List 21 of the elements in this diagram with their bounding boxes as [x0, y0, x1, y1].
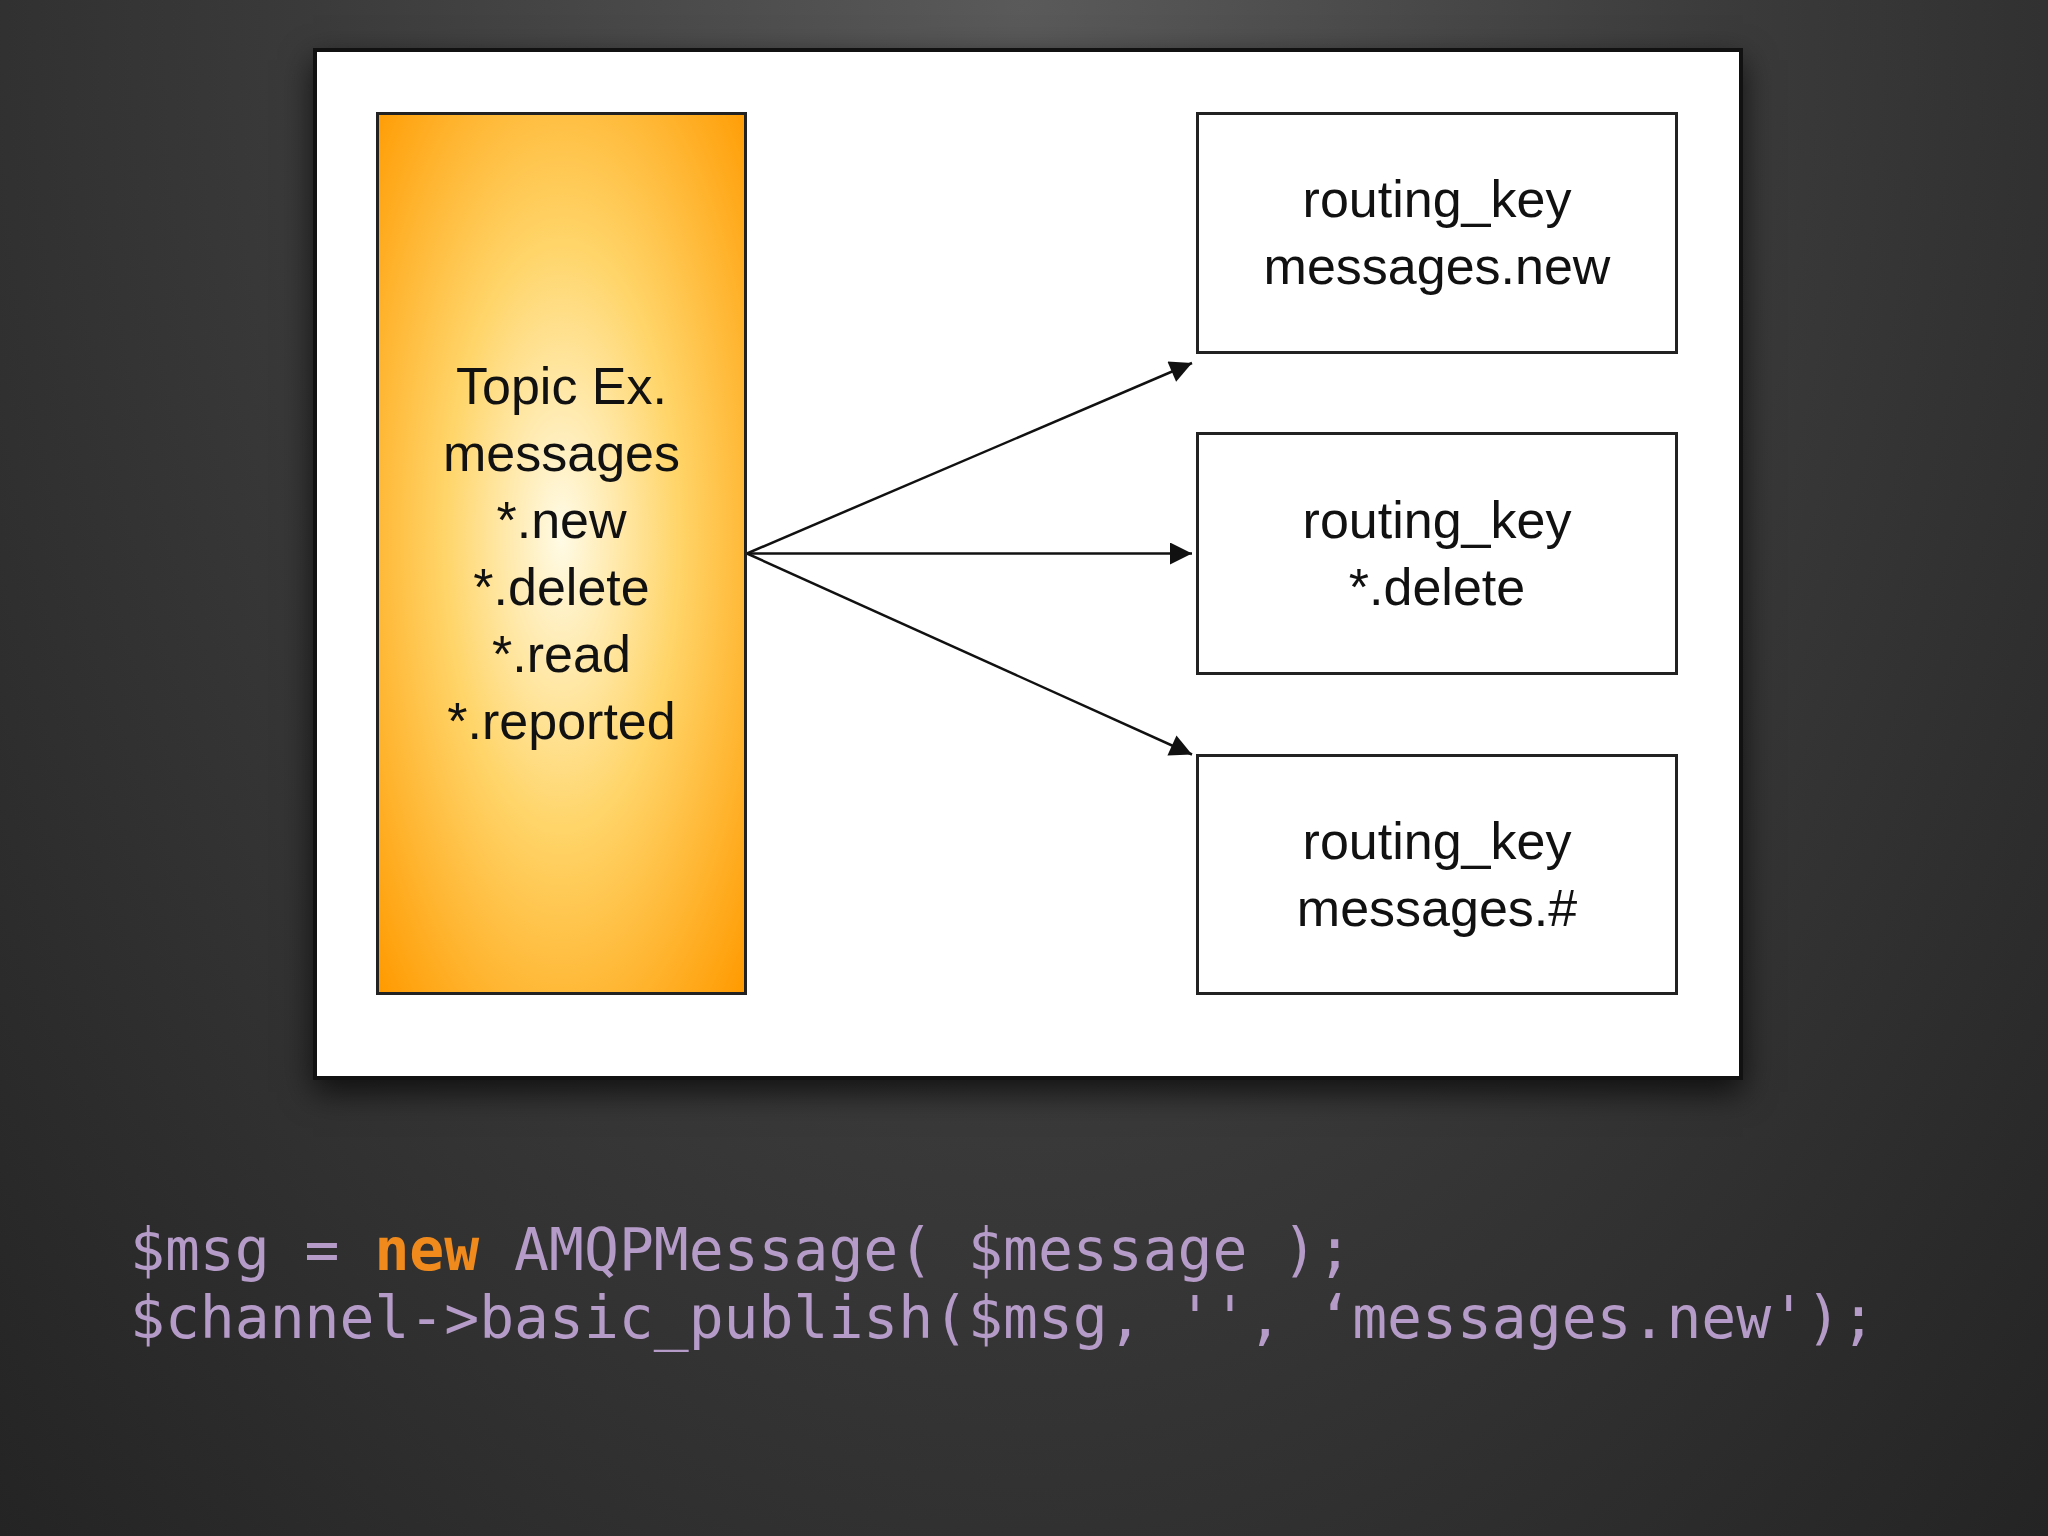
node-text: *.read: [492, 623, 631, 685]
queue-box: [1196, 754, 1678, 995]
arrow: [747, 542, 1192, 565]
node-text: *.reported: [447, 690, 676, 752]
node-text: Topic Ex.: [456, 355, 667, 417]
node-text: messages: [443, 422, 680, 484]
queue-box: [1196, 112, 1678, 354]
node-text: messages.#: [1296, 877, 1578, 939]
code-line: $channel->basic_publish($msg, '', ‘messages.new');: [130, 1284, 1876, 1352]
exchange-box: [376, 112, 747, 995]
node-text: routing_key: [1302, 169, 1572, 230]
node-text: *.delete: [473, 556, 650, 618]
code-line: $msg = new AMQPMessage( $message );: [130, 1216, 1353, 1284]
arrow: [746, 361, 1193, 555]
arrow: [746, 552, 1193, 756]
node-text: routing_key: [1302, 489, 1572, 551]
node-text: messages.new: [1263, 236, 1611, 297]
queue-box: [1196, 432, 1678, 675]
node-text: *.new: [496, 489, 627, 551]
node-text: *.delete: [1348, 556, 1526, 618]
node-text: routing_key: [1302, 810, 1572, 872]
